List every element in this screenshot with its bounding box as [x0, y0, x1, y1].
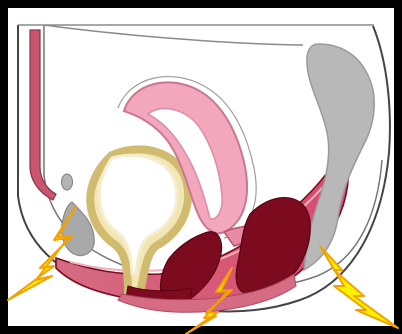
small-bone-marker [62, 174, 73, 190]
